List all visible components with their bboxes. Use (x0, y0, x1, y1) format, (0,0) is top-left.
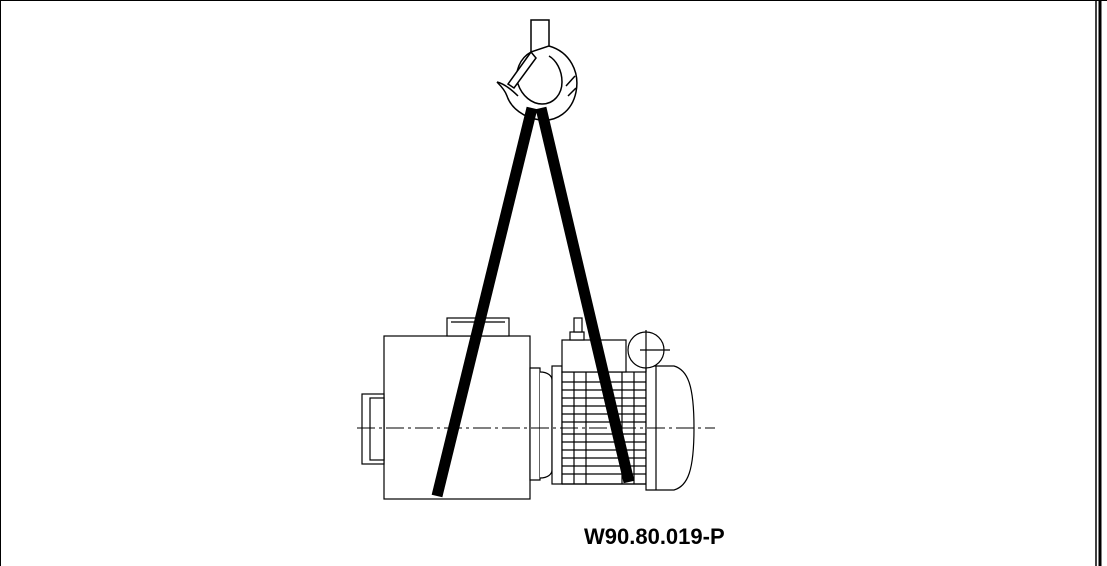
pump-motor-unit-icon (361, 317, 695, 500)
crane-hook-icon (496, 19, 578, 121)
lifting-sling-icon (431, 106, 635, 498)
drawing-reference-code: W90.80.019-P (584, 524, 725, 549)
